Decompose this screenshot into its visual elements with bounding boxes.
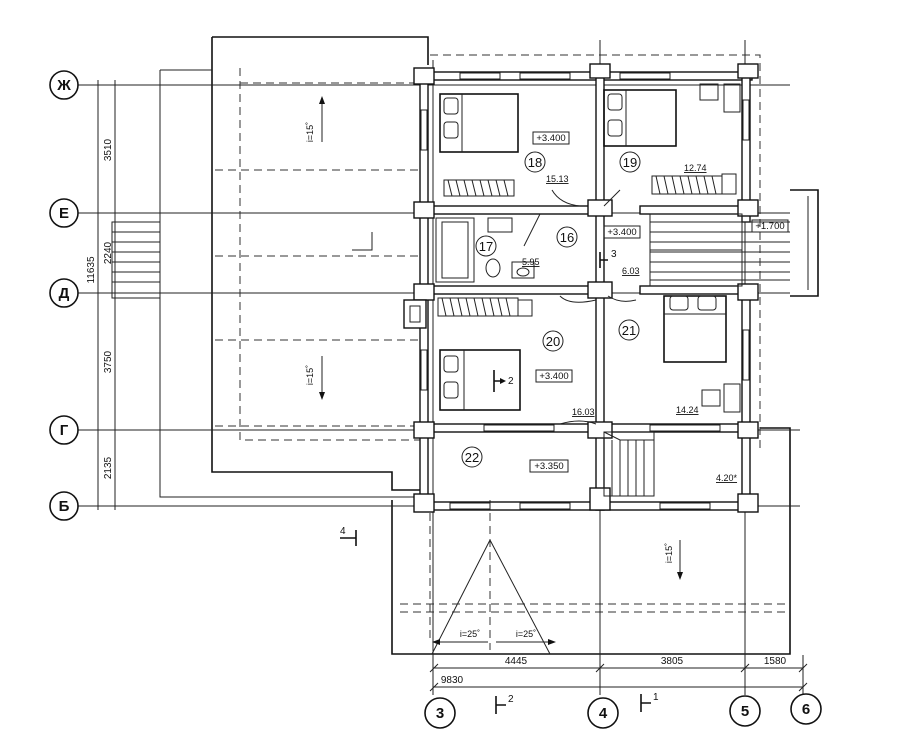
room-number-20: 20 bbox=[546, 334, 560, 349]
roof-slope-label: i=15˚ bbox=[664, 543, 674, 563]
dim-4445: 4445 bbox=[505, 656, 528, 667]
building-walls bbox=[403, 63, 759, 513]
room-number-18: 18 bbox=[528, 155, 542, 170]
axis-bubble-5 bbox=[729, 695, 761, 727]
axis-bubble-6 bbox=[790, 693, 822, 725]
dim-11635: 11635 bbox=[86, 256, 97, 284]
axis-label: Д bbox=[59, 285, 70, 302]
dim-3805: 3805 bbox=[661, 656, 684, 667]
lower-stair bbox=[603, 431, 655, 497]
main-stair bbox=[649, 213, 790, 287]
roof-outlines bbox=[111, 36, 819, 655]
axis-label: 6 bbox=[802, 701, 810, 718]
roof-slope-label: i=15˚ bbox=[305, 122, 315, 142]
axis-bubble-b bbox=[49, 491, 79, 521]
room-area-18: 15.13 bbox=[546, 174, 569, 184]
section-mark-4: 4 bbox=[340, 526, 346, 537]
section-mark-1-bottom: 1 bbox=[653, 692, 659, 703]
axis-label: Ж bbox=[56, 77, 71, 94]
horizontal-dimensions: 4445 3805 1580 9830 bbox=[441, 656, 787, 686]
vertical-dimensions: 3510 2240 11635 3750 2135 bbox=[86, 138, 114, 479]
dimension-lines bbox=[90, 80, 808, 692]
roof-dashed-lines bbox=[215, 54, 790, 650]
slope-left-label: i=25˚ bbox=[460, 629, 480, 639]
level-mark-18: +3.400 bbox=[536, 133, 565, 144]
room-number-16: 16 bbox=[560, 230, 574, 245]
dim-1580: 1580 bbox=[764, 656, 787, 667]
axis-label: 3 bbox=[436, 705, 444, 722]
axis-label: Г bbox=[60, 422, 69, 439]
room-area-22: 4.20* bbox=[716, 473, 738, 483]
room-areas: 15.13 12.74 5.95 16.03 14.24 4.20* 6.03 bbox=[522, 163, 738, 483]
axis-label: Е bbox=[59, 205, 69, 222]
room-number-17: 17 bbox=[479, 239, 493, 254]
room-number-22: 22 bbox=[465, 450, 479, 465]
room-area-19: 12.74 bbox=[684, 163, 707, 173]
axis-bubble-e bbox=[49, 198, 79, 228]
roof-slope-label: i=15˚ bbox=[305, 365, 315, 385]
row-axis-markers: Ж Е Д Г Б bbox=[49, 70, 79, 521]
slope-annotations: i=15˚ i=15˚ i=15˚ i=25˚ i=25˚ bbox=[305, 96, 683, 655]
dim-3750: 3750 bbox=[103, 350, 114, 373]
slope-right-label: i=25˚ bbox=[516, 629, 536, 639]
level-mark-16: +3.400 bbox=[607, 227, 636, 238]
furniture bbox=[435, 83, 741, 425]
section-mark-3: 3 bbox=[611, 249, 617, 260]
axis-bubble-4 bbox=[587, 697, 619, 729]
axis-bubble-d bbox=[49, 278, 79, 308]
axis-bubble-3 bbox=[424, 697, 456, 729]
section-mark-2-room: 2 bbox=[508, 376, 514, 387]
axis-label: Б bbox=[59, 498, 70, 515]
stair-area: 6.03 bbox=[622, 266, 640, 276]
dim-2135: 2135 bbox=[103, 456, 114, 479]
room-number-19: 19 bbox=[623, 155, 637, 170]
level-marks: +3.400 +3.400 +3.400 +3.350 +1.700 bbox=[529, 131, 789, 473]
room-area-16: 5.95 bbox=[522, 257, 540, 267]
section-marks: 2 3 4 2 1 bbox=[340, 249, 659, 714]
column-axis-markers: 3 4 5 6 bbox=[424, 693, 822, 729]
room-number-21: 21 bbox=[622, 323, 636, 338]
level-mark-20: +3.400 bbox=[539, 371, 568, 382]
axis-bubble-g bbox=[49, 415, 79, 445]
room-area-21: 14.24 bbox=[676, 405, 699, 415]
dim-9830: 9830 bbox=[441, 675, 464, 686]
axis-label: 4 bbox=[599, 705, 608, 722]
room-area-20: 16.03 bbox=[572, 407, 595, 417]
dim-2240: 2240 bbox=[103, 241, 114, 264]
axis-bubble-zh bbox=[49, 70, 79, 100]
level-mark-stair: +1.700 bbox=[755, 221, 784, 232]
dim-3510: 3510 bbox=[103, 138, 114, 161]
room-labels: 18 19 17 16 20 21 22 bbox=[461, 151, 641, 468]
axis-label: 5 bbox=[741, 703, 749, 720]
level-mark-22: +3.350 bbox=[534, 461, 563, 472]
section-mark-2-bottom: 2 bbox=[508, 694, 514, 705]
